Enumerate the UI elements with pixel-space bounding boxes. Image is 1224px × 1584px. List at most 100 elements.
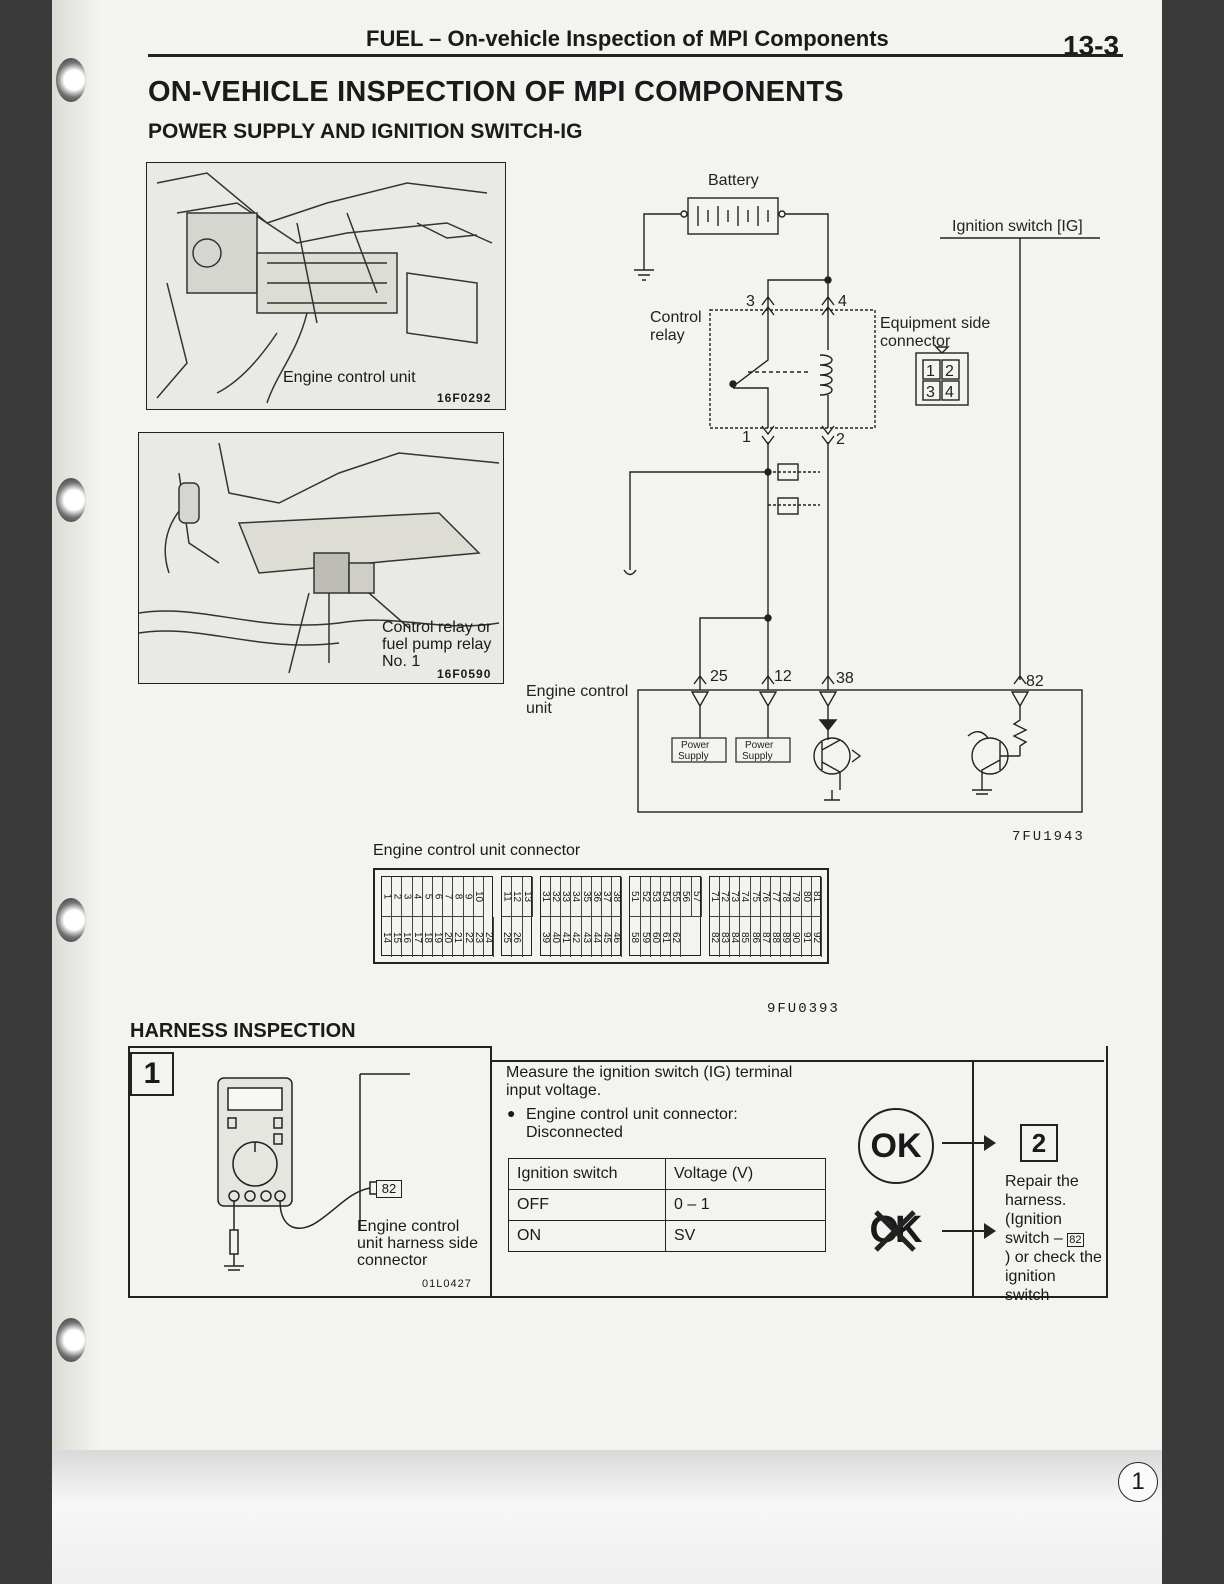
connector-pin-cell: 83 (719, 917, 731, 957)
binder-hole (56, 478, 86, 522)
instruction-text: Measure the ignition switch (IG) termina… (506, 1064, 793, 1099)
page-title: ON-VEHICLE INSPECTION OF MPI COMPONENTS (148, 76, 844, 108)
ng-arrow-icon (942, 1223, 996, 1239)
connector-pin-cell: 25 (501, 917, 513, 957)
connector-pin-cell: 82 (709, 917, 720, 957)
table-row: OFF 0 – 1 (508, 1189, 826, 1221)
connector-pin-number: 56 (680, 890, 692, 903)
connector-pin-number: 46 (611, 931, 623, 943)
ng-badge: OK (858, 1200, 930, 1260)
connector-pin-cell: 43 (580, 917, 592, 957)
connector-pin-cell: 60 (650, 917, 661, 957)
next-step-box: 2 (1020, 1124, 1058, 1162)
connector-pin-number: 17 (411, 931, 423, 943)
connector-pin-cell: 1 (381, 877, 393, 917)
repair-line: switch (1005, 1287, 1050, 1304)
table-cell: ON (508, 1220, 666, 1252)
repair-line: ignition (1005, 1268, 1056, 1285)
connector-pin: 3 (926, 384, 935, 401)
connector-pin-number: 62 (670, 931, 682, 943)
relay-photo-code: 16F0590 (437, 667, 492, 681)
connector-pin-cell: 21 (452, 917, 464, 957)
connector-pin-number: 43 (580, 931, 592, 943)
connector-pin-cell: 41 (560, 917, 572, 957)
connector-pin-cell: 11 (501, 877, 513, 917)
connector-pin-cell: 72 (719, 877, 731, 917)
ecu-pin: 25 (710, 668, 728, 685)
connector-pin-number: 4 (411, 893, 423, 900)
harness-frame-top-left (128, 1046, 492, 1048)
connector-pin-cell: 91 (801, 917, 812, 957)
connector-pin-cell: 81 (811, 877, 822, 917)
connector-pin-number: 74 (739, 890, 751, 903)
ground-symbol (634, 260, 654, 281)
connector-pin-cell: 2 (391, 877, 403, 917)
connector-pin-number: 10 (472, 890, 484, 903)
equipment-connector (915, 352, 969, 406)
connector-pin-number: 57 (690, 890, 702, 903)
next-page-edge (52, 1450, 1162, 1584)
ecu-connector-code: 9FU0393 (767, 1001, 840, 1017)
ecu-pin: 38 (836, 670, 854, 687)
connector-pin-number: 12 (511, 890, 523, 903)
connector-pin-cell: 13 (522, 877, 533, 917)
connector-pin-number: 42 (570, 931, 582, 943)
connector-pin-cell: 18 (422, 917, 433, 957)
voltage-table: Ignition switch Voltage (V) OFF 0 – 1 ON… (508, 1158, 826, 1252)
connector-pin-cell: 8 (452, 877, 464, 917)
connector-pin-number: 92 (810, 931, 822, 943)
connector-pin-cell: 24 (483, 917, 495, 957)
relay-pin: 2 (836, 431, 845, 448)
control-relay-label-line: Control (650, 309, 702, 326)
connector-pin-cell: 20 (442, 917, 454, 957)
connector-pin-cell: 19 (432, 917, 444, 957)
connector-pin-cell: 58 (629, 917, 641, 957)
connector-pin-cell: 5 (422, 877, 433, 917)
repair-text: Repair the harness. (Ignition switch – 8… (1005, 1172, 1105, 1305)
connector-pin-cell: 53 (650, 877, 661, 917)
page-binding-shadow (52, 0, 100, 1450)
ecu-location-figure: Engine control unit 16F0292 (146, 162, 506, 410)
connector-pin-number: 58 (629, 931, 641, 943)
cross-icon (874, 1210, 916, 1252)
connector-pin-cell: 87 (760, 917, 771, 957)
connector-pin-cell: 59 (639, 917, 651, 957)
table-cell: 0 – 1 (665, 1189, 826, 1221)
relay-pin: 3 (746, 293, 755, 310)
harness-divider (972, 1060, 974, 1296)
table-row: ON SV (508, 1220, 826, 1252)
connector-pin-number: 35 (580, 890, 592, 903)
power-supply-box (735, 737, 791, 763)
connector-pin-cell: 12 (511, 877, 523, 917)
table-cell: OFF (508, 1189, 666, 1221)
repair-line: (Ignition (1005, 1211, 1062, 1228)
page-mark: 1 (1118, 1462, 1158, 1502)
connector-pin-cell: 71 (709, 877, 720, 917)
connector-pin-cell: 89 (780, 917, 792, 957)
relay-pin: 1 (742, 429, 751, 446)
section-header: FUEL – On-vehicle Inspection of MPI Comp… (366, 26, 889, 51)
connector-pin-number: 90 (790, 931, 802, 943)
connector-pin-cell: 4 (411, 877, 423, 917)
connector-pin-cell: 39 (540, 917, 551, 957)
repair-line: harness. (1005, 1192, 1067, 1209)
meter-pin-box: 82 (376, 1180, 402, 1198)
connector-pin-cell: 79 (790, 877, 802, 917)
bullet-dot: ● (507, 1105, 516, 1121)
connector-pin-number: 59 (639, 931, 651, 943)
connector-pin-cell: 78 (780, 877, 792, 917)
connector-pin-cell: 33 (560, 877, 572, 917)
bullet-text: Engine control unit connector: Disconnec… (526, 1106, 738, 1141)
connector-pin-cell: 22 (463, 917, 474, 957)
connector-pin-number: 80 (800, 890, 812, 903)
connector-pin-cell: 15 (391, 917, 403, 957)
connector-pin-cell: 61 (660, 917, 672, 957)
